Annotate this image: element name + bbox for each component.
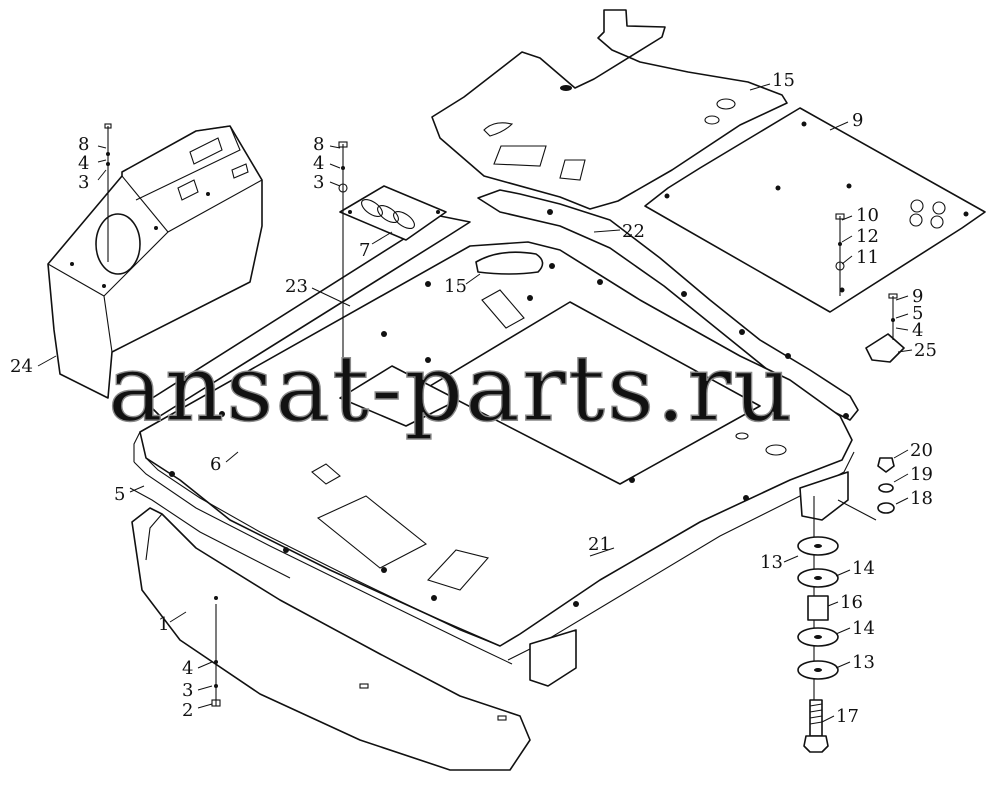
callout-4: 4 (313, 153, 324, 174)
callout-3: 3 (78, 172, 89, 193)
callout-4: 4 (78, 153, 89, 174)
callout-labels: 24 8 4 3 8 4 3 7 23 15 15 9 22 10 12 11 … (10, 70, 937, 727)
callout-4: 4 (182, 658, 193, 679)
leader-lines (37, 83, 913, 723)
callout-3: 3 (182, 680, 193, 701)
callout-3: 3 (313, 172, 324, 193)
callout-17: 17 (836, 706, 859, 727)
callout-4: 4 (912, 320, 923, 341)
part-21-floor-plate (139, 209, 855, 661)
part-9-cover-plate (644, 107, 986, 313)
callout-23: 23 (285, 276, 308, 297)
callout-25: 25 (914, 340, 937, 361)
callout-10: 10 (856, 205, 879, 226)
callout-21: 21 (588, 534, 611, 555)
callout-8: 8 (313, 134, 324, 155)
callout-15: 15 (772, 70, 795, 91)
callout-11: 11 (856, 247, 879, 268)
callout-7: 7 (359, 240, 370, 261)
part-5-6-edge-trim (129, 431, 513, 665)
watermark: ansat-parts.ru (108, 335, 795, 442)
callout-15: 15 (444, 276, 467, 297)
support-brackets (529, 471, 849, 687)
callout-5: 5 (912, 303, 923, 324)
callout-24: 24 (10, 356, 33, 377)
callout-9: 9 (852, 110, 863, 131)
fasteners (104, 123, 898, 753)
callout-22: 22 (622, 221, 645, 242)
part-24-console-box (47, 125, 263, 399)
callout-2: 2 (182, 700, 193, 721)
callout-13: 13 (852, 652, 875, 673)
part-25-bracket (865, 333, 905, 363)
callout-19: 19 (910, 464, 933, 485)
callout-12: 12 (856, 226, 879, 247)
callout-9: 9 (912, 286, 923, 307)
callout-5: 5 (114, 484, 125, 505)
part-15-small-pad (475, 251, 544, 275)
part-7-small-plate (339, 185, 447, 241)
callout-20: 20 (910, 440, 933, 461)
callout-14: 14 (852, 558, 875, 579)
callout-14: 14 (852, 618, 875, 639)
callout-8: 8 (78, 134, 89, 155)
callout-13: 13 (760, 552, 783, 573)
callout-1: 1 (158, 614, 169, 635)
callout-18: 18 (910, 488, 933, 509)
part-15-floor-mat (431, 9, 788, 210)
part-1-front-skirt (131, 507, 531, 771)
callout-16: 16 (840, 592, 863, 613)
part-23-left-rail (145, 215, 471, 417)
part-22-right-rail (477, 189, 859, 421)
callout-6: 6 (210, 454, 221, 475)
